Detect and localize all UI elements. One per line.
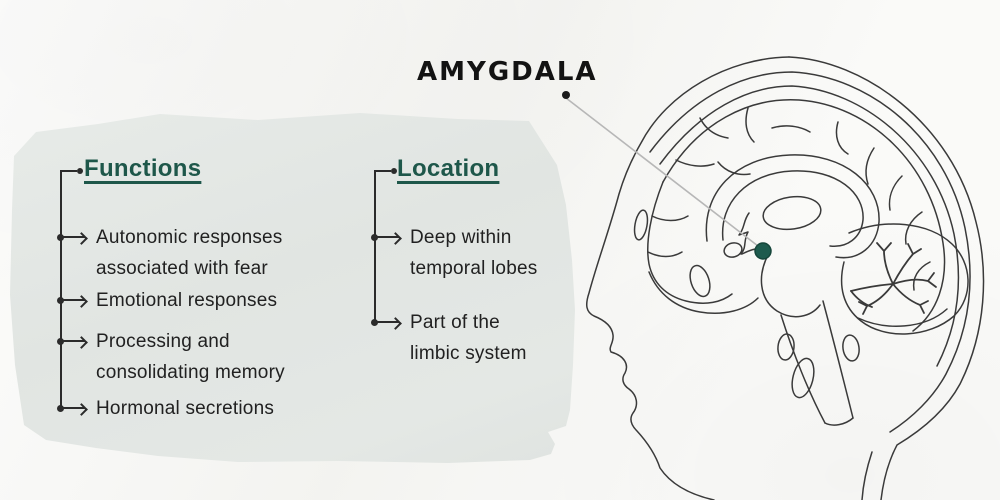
functions-heading: Functions <box>84 155 202 182</box>
connector-line <box>60 299 85 301</box>
connector-line <box>60 407 85 409</box>
list-item: Deep within temporal lobes <box>410 227 538 279</box>
list-item: Emotional responses <box>96 290 278 311</box>
brainstem <box>760 252 854 426</box>
list-item: Processing and consolidating memory <box>96 331 285 383</box>
arbor-vitae <box>850 242 937 315</box>
list-item: Part of the limbic system <box>410 312 527 364</box>
connector-dot <box>77 168 83 174</box>
page-title: AMYGDALA <box>417 57 598 87</box>
leader-line <box>565 97 759 247</box>
amygdala-marker-dot <box>754 242 772 260</box>
cerebrum-outline <box>647 99 946 332</box>
gyri-lines <box>647 107 931 291</box>
cerebellum <box>840 223 969 335</box>
torn-paper-panel <box>10 113 575 463</box>
sinus-shapes <box>633 209 860 399</box>
connector-dot <box>391 168 397 174</box>
connector-line <box>60 236 85 238</box>
label-anchor-dot <box>562 91 570 99</box>
list-item: Autonomic responses associated with fear <box>96 227 283 279</box>
connector-line <box>374 170 391 172</box>
location-heading: Location <box>397 155 500 182</box>
skull-inner-lines <box>649 71 971 500</box>
connector-line <box>60 340 85 342</box>
corpus-callosum <box>705 154 880 259</box>
connector-line <box>374 321 399 323</box>
connector-line <box>60 170 77 172</box>
list-item: Hormonal secretions <box>96 398 275 419</box>
connector-trunk <box>60 170 62 409</box>
head-profile-outline <box>585 56 985 500</box>
connector-line <box>374 236 399 238</box>
connector-trunk <box>374 170 376 323</box>
thalamus-shape <box>762 195 822 231</box>
